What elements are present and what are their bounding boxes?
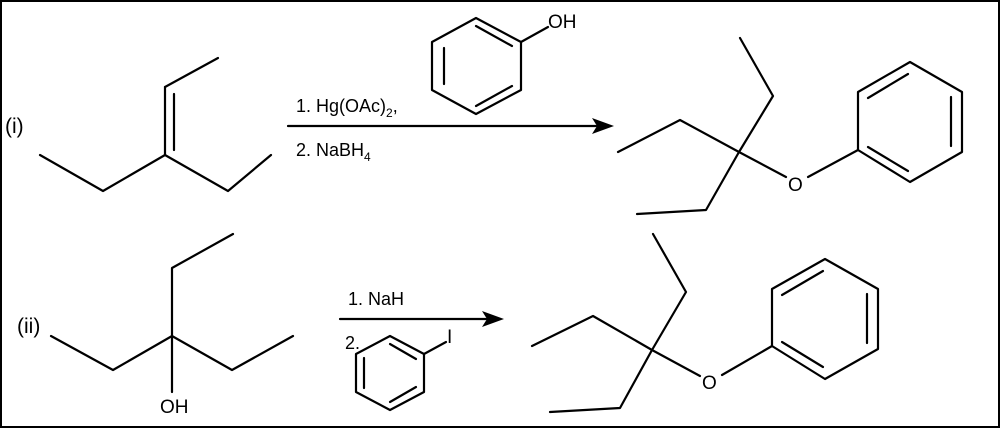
reagent-i-step1: 1. Hg(OAc)2, [296, 96, 398, 120]
product-i-ether: O [616, 36, 964, 216]
product-ii-ether: O [530, 232, 880, 414]
product-ii-oxygen: O [702, 373, 717, 394]
reagent-ii-step2: 2. [345, 333, 360, 353]
reagent-ii-step1: 1. NaH [348, 289, 404, 309]
reaction-ii: (ii) OH 1. NaH 2. I [17, 232, 880, 418]
iodobenzene-ci-bond [422, 340, 448, 356]
reagent-i-step2: 2. NaBH4 [296, 140, 371, 164]
iodobenzene-structure: I [354, 327, 452, 412]
reaction-arrow-i [286, 118, 614, 134]
reaction-i: (i) 1. Hg(OAc)2, 2. NaBH4 OH [5, 12, 964, 216]
reaction-i-label: (i) [5, 115, 24, 138]
reactant-alkene [38, 56, 273, 193]
alkene-methyl-bond [163, 56, 220, 89]
product-ii-phenyl-ring [770, 257, 880, 381]
product-i-oxygen: O [788, 175, 803, 196]
phenol-oh-bond [519, 25, 550, 44]
reactant-oh-label: OH [160, 397, 189, 418]
reaction-arrow-ii [338, 311, 504, 327]
reactant-alcohol: OH [49, 232, 295, 418]
phenol-oh-label: OH [548, 12, 577, 33]
phenol-structure: OH [430, 12, 577, 116]
product-i-phenyl-ring [856, 60, 964, 184]
reaction-ii-label: (ii) [17, 315, 40, 338]
iodide-label: I [447, 327, 452, 348]
